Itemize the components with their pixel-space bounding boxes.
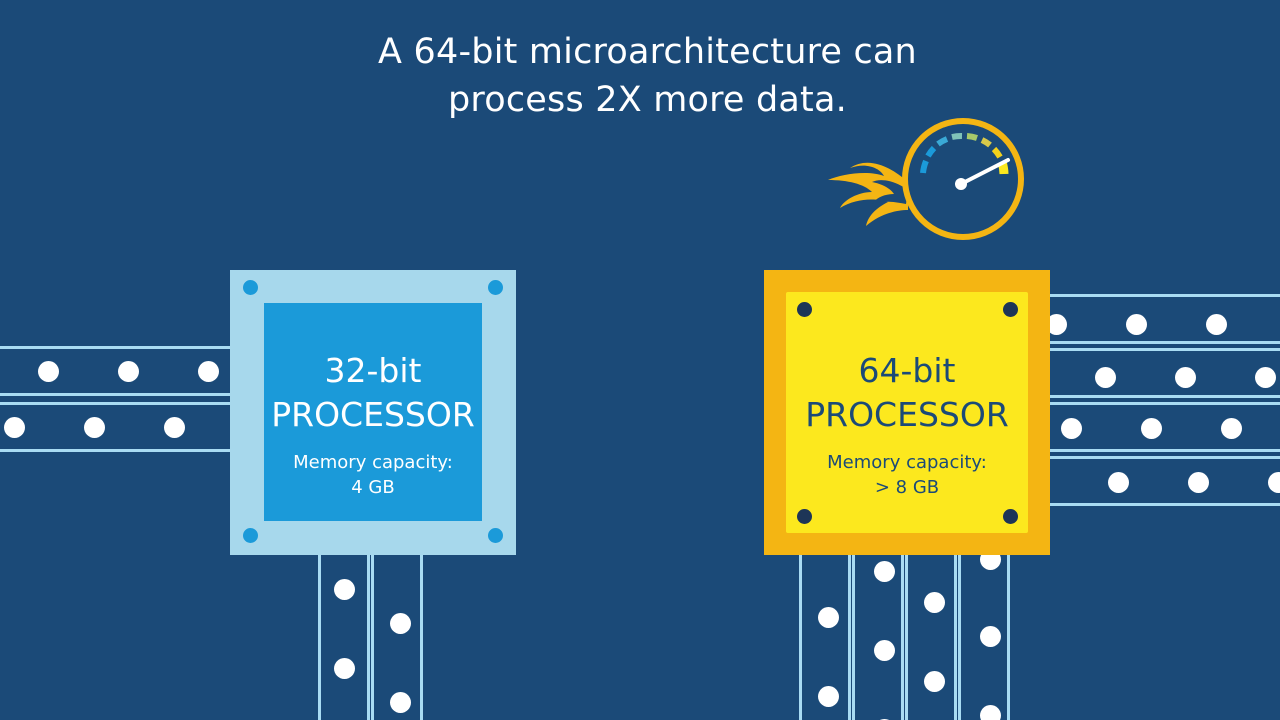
processor-32-core: 32-bit PROCESSOR Memory capacity: 4 GB — [264, 303, 482, 521]
data-dot — [4, 417, 25, 438]
bus-32-left-lower — [0, 402, 232, 452]
data-dot — [390, 692, 411, 713]
processor-64-bit: 64-bit PROCESSOR Memory capacity: > 8 GB — [764, 270, 1050, 555]
bus-32-down-right — [371, 552, 423, 720]
processor-64-core: 64-bit PROCESSOR Memory capacity: > 8 GB — [786, 292, 1028, 533]
bus-64-down-3 — [905, 552, 957, 720]
processor-64-title: PROCESSOR — [805, 395, 1009, 434]
bus-64-down-1 — [799, 552, 851, 720]
headline: A 64-bit microarchitecture can process 2… — [0, 28, 1280, 124]
data-dot — [1188, 472, 1209, 493]
data-dot — [38, 361, 59, 382]
processor-64-memory-label: Memory capacity: — [827, 452, 987, 473]
screw-icon — [1003, 509, 1018, 524]
processor-64-bits-label: 64-bit — [858, 351, 956, 390]
data-dot — [334, 579, 355, 600]
bus-64-right-1 — [1046, 294, 1280, 344]
screw-icon — [243, 528, 258, 543]
data-dot — [1108, 472, 1129, 493]
data-dot — [334, 658, 355, 679]
bus-64-right-4 — [1048, 456, 1280, 506]
data-dot — [818, 607, 839, 628]
data-dot — [84, 417, 105, 438]
data-dot — [980, 705, 1001, 720]
data-dot — [874, 561, 895, 582]
data-dot — [1221, 418, 1242, 439]
bus-64-down-2 — [852, 552, 904, 720]
data-dot — [874, 640, 895, 661]
screw-icon — [797, 509, 812, 524]
flame-icon — [828, 162, 908, 226]
processor-64-memory-value: > 8 GB — [874, 477, 940, 498]
processor-32-bits-label: 32-bit — [324, 351, 422, 390]
bus-32-down-left — [318, 552, 370, 720]
screw-icon — [488, 280, 503, 295]
data-dot — [1046, 314, 1067, 335]
bus-64-right-2 — [1048, 348, 1280, 398]
headline-line-2: process 2X more data. — [448, 80, 847, 120]
screw-icon — [488, 528, 503, 543]
processor-32-memory-value: 4 GB — [351, 477, 395, 498]
data-dot — [1268, 472, 1280, 493]
bus-64-down-4 — [958, 549, 1010, 720]
headline-line-1: A 64-bit microarchitecture can — [378, 32, 917, 72]
processor-32-title: PROCESSOR — [271, 395, 475, 434]
data-dot — [164, 417, 185, 438]
speedometer-icon — [828, 118, 1024, 240]
data-dot — [1206, 314, 1227, 335]
data-dot — [198, 361, 219, 382]
data-dot — [1126, 314, 1147, 335]
data-dot — [924, 592, 945, 613]
data-dot — [390, 613, 411, 634]
data-dot — [924, 671, 945, 692]
bus-64-right-3 — [1048, 402, 1280, 452]
bus-32-left-upper — [0, 346, 232, 396]
screw-icon — [243, 280, 258, 295]
data-dot — [818, 686, 839, 707]
data-dot — [1061, 418, 1082, 439]
data-dot — [980, 626, 1001, 647]
data-dot — [1175, 367, 1196, 388]
data-dot — [1255, 367, 1276, 388]
data-dot — [118, 361, 139, 382]
data-dot — [1141, 418, 1162, 439]
screw-icon — [1003, 302, 1018, 317]
processor-32-bit: 32-bit PROCESSOR Memory capacity: 4 GB — [230, 270, 516, 555]
screw-icon — [797, 302, 812, 317]
data-dot — [1095, 367, 1116, 388]
processor-32-memory-label: Memory capacity: — [293, 452, 453, 473]
